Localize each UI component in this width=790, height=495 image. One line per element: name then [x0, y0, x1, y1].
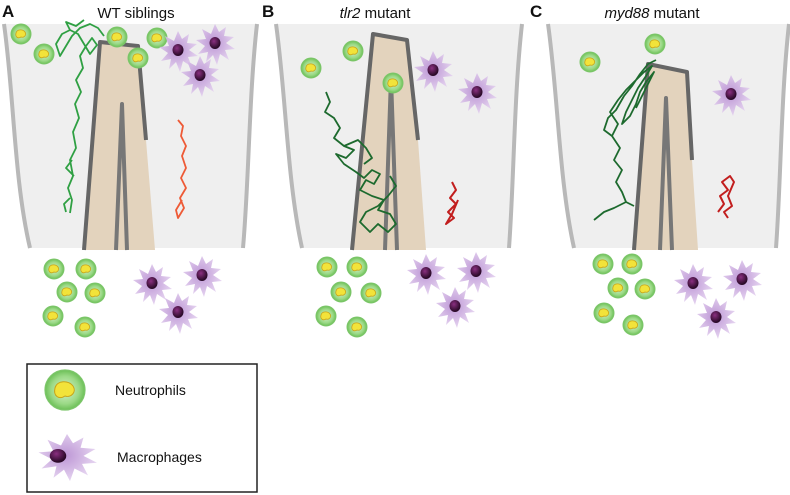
neutrophil-cell	[74, 316, 96, 338]
neutrophil-cell	[382, 72, 404, 94]
panel-title-b: tlr2 mutant	[340, 5, 412, 22]
neutrophil-cell	[42, 305, 64, 327]
panel-letter-b: B	[262, 2, 274, 21]
neutrophil-cell	[84, 282, 106, 304]
panel-title-a: WT siblings	[97, 5, 174, 22]
neutrophil-cell	[316, 256, 338, 278]
macrophage-cell	[697, 298, 736, 339]
panel-title-c: myd88 mutant	[604, 5, 700, 22]
panel-b: B tlr2 mutant	[262, 2, 524, 338]
neutrophil-cell	[346, 316, 368, 338]
tissue-right-edge	[241, 23, 259, 249]
neutrophil-cell	[644, 33, 666, 55]
macrophage-cell	[183, 256, 222, 297]
neutrophil-cell	[346, 256, 368, 278]
legend-neutrophils-label: Neutrophils	[115, 382, 186, 398]
legend-macrophages-label: Macrophages	[117, 449, 202, 465]
neutrophil-track	[55, 19, 105, 214]
macrophage-cell	[723, 260, 762, 301]
neutrophil-cell	[592, 253, 614, 275]
neutrophil-cell	[593, 302, 615, 324]
neutrophil-cell	[579, 51, 601, 73]
neutrophil-track	[324, 91, 397, 233]
neutrophil-cell	[621, 253, 643, 275]
macrophage-track	[175, 119, 187, 219]
neutrophil-cell	[43, 258, 65, 280]
neutrophil-cell	[622, 314, 644, 336]
neutrophil-cell	[342, 40, 364, 62]
notochord-line	[658, 96, 674, 251]
tissue-right-edge	[507, 23, 524, 249]
neutrophil-cell	[315, 305, 337, 327]
macrophage-cell	[457, 252, 496, 293]
neutrophil-cell	[106, 26, 128, 48]
legend: Neutrophils Macrophages	[26, 363, 258, 493]
tissue-left-edge	[2, 23, 32, 249]
neutrophil-cell	[330, 281, 352, 303]
panel-letter-a: A	[2, 2, 14, 21]
neutrophil-cell	[607, 277, 629, 299]
macrophage-cell	[407, 254, 446, 295]
panel-a: A WT siblings	[2, 2, 259, 338]
legend-neutrophil-icon	[44, 369, 86, 411]
neutrophil-cell	[300, 57, 322, 79]
neutrophil-cell	[75, 258, 97, 280]
notochord-line	[114, 102, 129, 251]
tissue-right-edge	[774, 23, 790, 249]
tissue-left-edge	[274, 23, 304, 249]
wound-outline	[350, 32, 420, 251]
neutrophil-cell	[360, 282, 382, 304]
neutrophil-cell	[33, 43, 55, 65]
wound-outline	[632, 62, 694, 251]
macrophage-track	[445, 181, 459, 225]
neutrophil-cell	[634, 278, 656, 300]
neutrophil-cell	[146, 27, 168, 49]
macrophage-cell	[436, 287, 475, 328]
neutrophil-track	[593, 59, 657, 221]
neutrophil-cell	[10, 23, 32, 45]
macrophage-track	[717, 175, 735, 219]
tissue-left-edge	[546, 23, 576, 249]
panel-letter-c: C	[530, 2, 542, 21]
legend-macrophage-icon	[38, 434, 97, 482]
neutrophil-cell	[56, 281, 78, 303]
panel-c: C myd88 mutant	[530, 2, 790, 339]
macrophage-cell	[674, 264, 713, 305]
neutrophil-cell	[127, 47, 149, 69]
wound-region	[634, 64, 698, 250]
